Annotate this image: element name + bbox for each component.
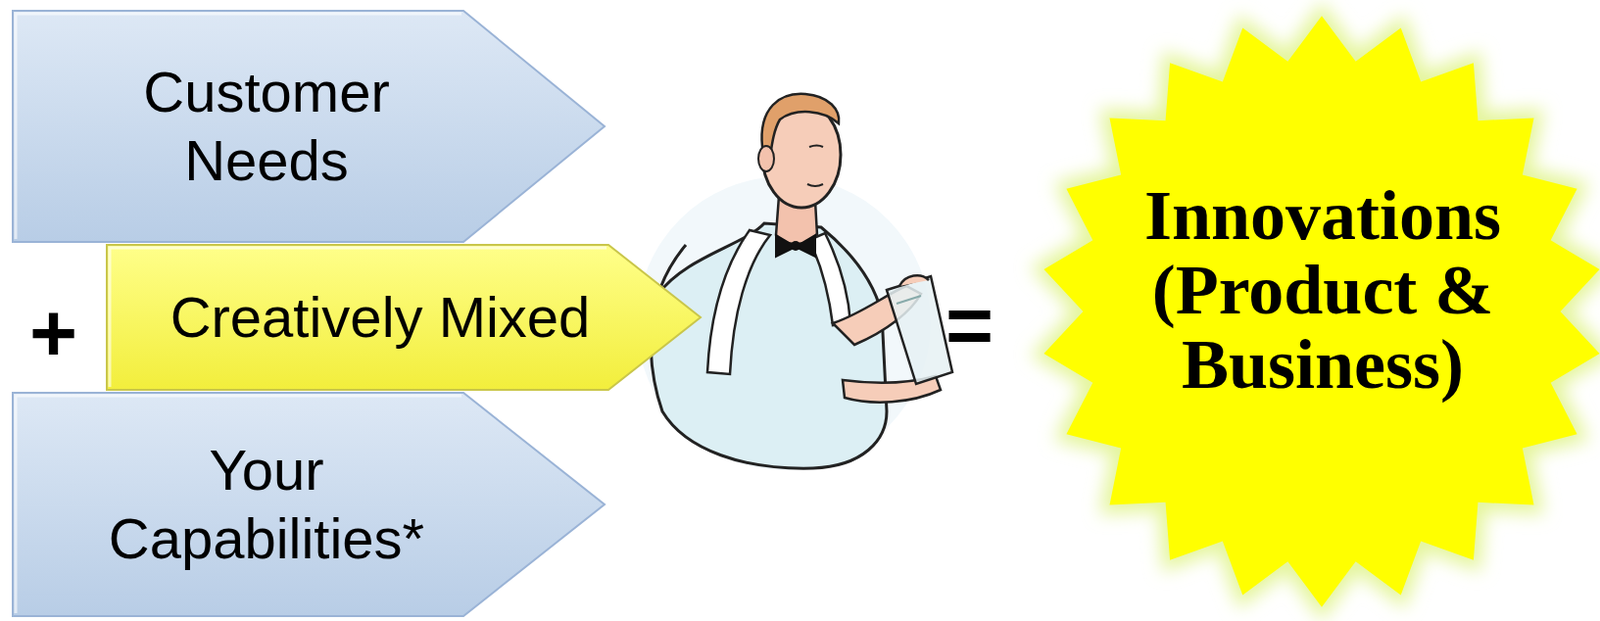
bow-tie xyxy=(775,235,816,257)
text-area: Innovations (Product & Business) xyxy=(1126,0,1519,600)
bartender-hand xyxy=(899,275,929,287)
input-arrow: Creatively Mixed xyxy=(105,243,702,391)
operator-symbol: = xyxy=(945,284,994,367)
node-label: Creatively Mixed xyxy=(170,283,591,352)
input-arrow: Customer Needs xyxy=(11,9,606,243)
bartender-hair xyxy=(762,94,840,157)
input-arrow: Your Capabilities* xyxy=(11,391,606,618)
node-label: Your Capabilities* xyxy=(90,436,443,573)
bartender-shirt xyxy=(650,223,887,469)
arrow-fill xyxy=(106,244,701,390)
arrow-shape xyxy=(11,9,606,243)
arrow-shape xyxy=(11,391,606,618)
bow-tie-knot xyxy=(790,241,801,251)
bartender-eye xyxy=(809,145,824,148)
text-area: Customer Needs xyxy=(90,9,443,243)
text-area: Your Capabilities* xyxy=(90,391,443,618)
bartender-figure xyxy=(636,94,953,471)
operator-symbol: + xyxy=(29,291,78,375)
bartender-ear xyxy=(758,145,775,172)
node-label: Innovations (Product & Business) xyxy=(1126,178,1519,403)
arrow-bevel xyxy=(15,13,462,240)
text-area: Creatively Mixed xyxy=(125,243,635,391)
result-starburst: Innovations (Product & Business) xyxy=(1023,1,1600,621)
shaker-highlight xyxy=(896,295,922,304)
bartender-mouth xyxy=(807,184,824,187)
arrow-bevel xyxy=(109,247,607,388)
starburst-glow xyxy=(1030,1,1600,621)
starburst-fill xyxy=(1043,15,1600,608)
node-label: Customer Needs xyxy=(90,57,443,194)
arrow-fill xyxy=(12,10,605,243)
arrow-bevel xyxy=(15,395,462,614)
arrow-fill xyxy=(12,392,605,617)
cocktail-shaker xyxy=(886,276,953,385)
bartender-suspender xyxy=(707,230,771,375)
